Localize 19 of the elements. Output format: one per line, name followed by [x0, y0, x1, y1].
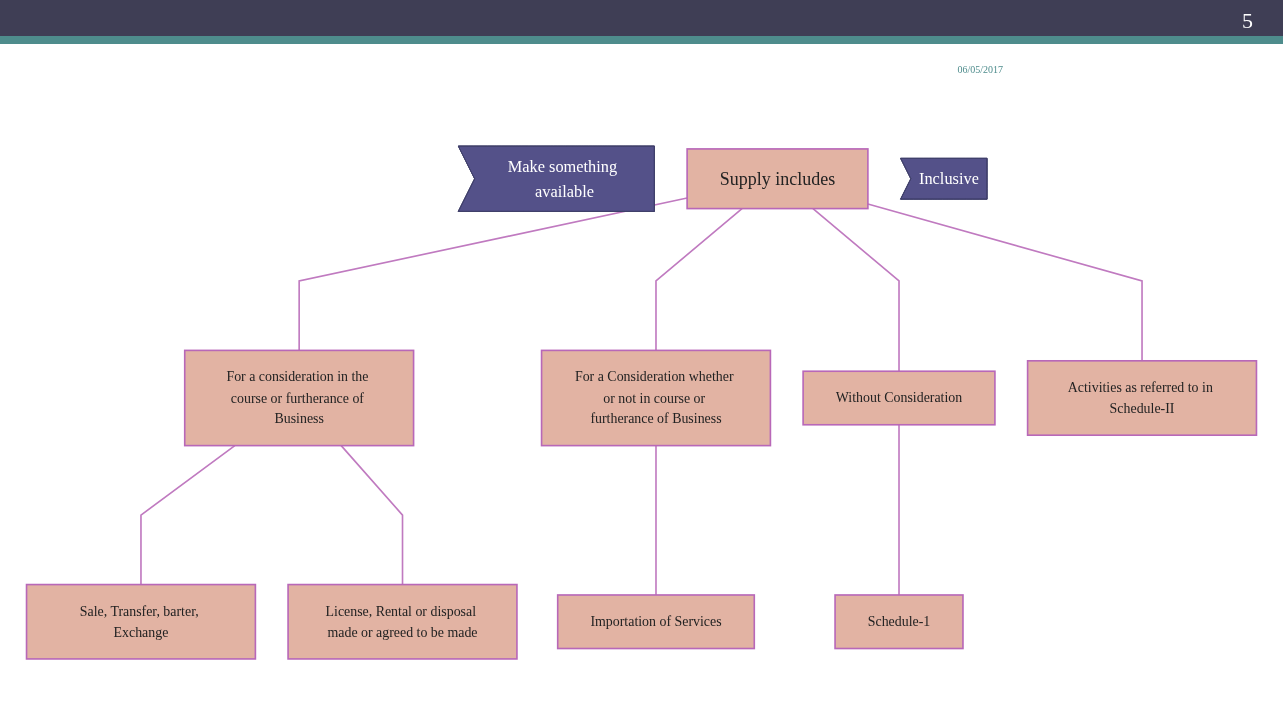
- connector: [655, 444, 657, 596]
- connector: [812, 207, 900, 373]
- connector: [340, 444, 404, 586]
- date-label: 06/05/2017: [957, 64, 1003, 75]
- node-box: Without Consideration: [802, 370, 996, 426]
- slide-number: 5: [1241, 8, 1253, 34]
- node-box: For a consideration in the course or furtherance of Business: [183, 349, 415, 447]
- connector: [655, 207, 743, 352]
- node-box: For a Consideration whether or not in course or furtherance of Business: [540, 349, 772, 447]
- connector: [898, 423, 900, 596]
- node-box: Activities as referred to in Schedule-II: [1026, 360, 1258, 436]
- connector: [298, 197, 688, 352]
- node-box: Sale, Transfer, barter, Exchange: [25, 583, 257, 660]
- node-box: Supply includes: [686, 148, 869, 210]
- connector: [140, 444, 236, 586]
- node-box: License, Rental or disposal made or agreed to be made: [287, 583, 518, 660]
- connector: [867, 203, 1143, 362]
- node-box: Schedule-1: [834, 594, 964, 650]
- node-box: Importation of Services: [556, 594, 756, 650]
